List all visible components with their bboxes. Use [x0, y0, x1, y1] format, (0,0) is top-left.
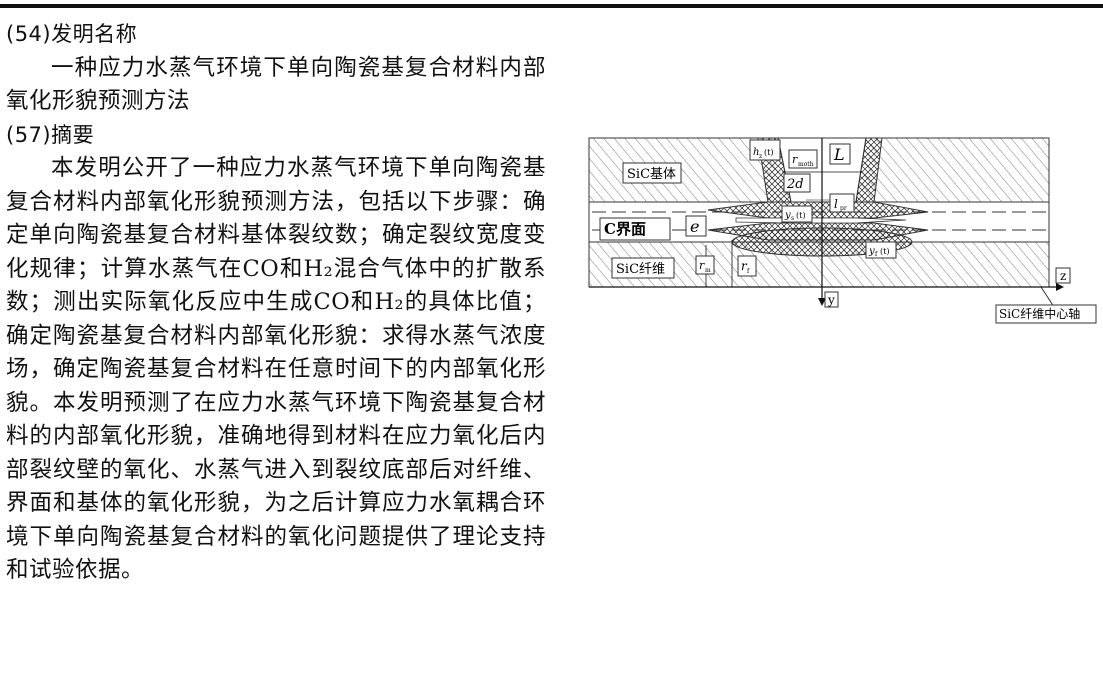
label-2d: 2d: [783, 173, 811, 193]
svg-text:r: r: [699, 259, 705, 272]
label-fiber-axis: SiC纤维中心轴: [995, 304, 1097, 324]
svg-text:r: r: [792, 153, 798, 166]
svg-text:2d: 2d: [786, 177, 804, 192]
abstract-text: 本发明公开了一种应力水蒸气环境下单向陶瓷基复合材料内部氧化形貌预测方法，包括以下…: [6, 155, 546, 583]
svg-text:y: y: [868, 246, 875, 257]
svg-text:z: z: [1060, 269, 1066, 283]
figure-svg: SiC基体 C界面 SiC纤维 e L 2d r moth h: [588, 137, 1097, 324]
abstract-heading: (57)摘要: [6, 122, 95, 147]
label-fiber: SiC纤维: [611, 257, 675, 279]
svg-text:L: L: [833, 145, 845, 164]
svg-text:z: z: [759, 153, 762, 160]
svg-text:(t): (t): [796, 211, 805, 220]
svg-text:(t): (t): [764, 148, 773, 157]
svg-text:s: s: [791, 215, 794, 222]
label-interface: C界面: [599, 217, 671, 241]
label-hz: h z (t): [749, 139, 781, 161]
label-z-axis: z: [1055, 267, 1071, 284]
svg-text:SiC纤维: SiC纤维: [616, 262, 665, 277]
label-L: L: [829, 143, 851, 165]
svg-text:l: l: [834, 197, 838, 211]
svg-text:SiC基体: SiC基体: [627, 167, 676, 182]
label-ys: y s (t): [781, 205, 813, 223]
svg-text:(t): (t): [880, 247, 889, 256]
y-axis-arrow: [818, 298, 826, 306]
top-rule: [0, 4, 1103, 8]
svg-text:y: y: [784, 210, 791, 221]
label-rmoth: r moth: [788, 149, 818, 169]
svg-text:C界面: C界面: [604, 220, 646, 238]
svg-text:moth: moth: [798, 161, 814, 168]
svg-text:y: y: [827, 293, 835, 307]
oxidation-morphology-figure: SiC基体 C界面 SiC纤维 e L 2d r moth h: [586, 130, 1098, 330]
label-e: e: [685, 215, 707, 237]
svg-text:r: r: [741, 259, 748, 273]
label-yf: y f (t): [865, 241, 897, 259]
svg-text:h: h: [753, 147, 759, 158]
label-matrix: SiC基体: [622, 162, 682, 184]
svg-text:f: f: [875, 251, 878, 258]
label-rf: r f: [737, 255, 757, 277]
text-column: (54)发明名称 一种应力水蒸气环境下单向陶瓷基复合材料内部氧化形貌预测方法 (…: [6, 18, 546, 588]
label-rm: r m: [695, 255, 715, 275]
svg-text:SiC纤维中心轴: SiC纤维中心轴: [999, 306, 1080, 321]
svg-text:e: e: [690, 217, 699, 236]
z-axis-arrow: [1056, 283, 1064, 291]
label-lpr: l pr: [829, 193, 855, 213]
invention-title-text: 一种应力水蒸气环境下单向陶瓷基复合材料内部氧化形貌预测方法: [6, 54, 546, 115]
label-y-axis: y: [824, 291, 839, 308]
svg-text:f: f: [747, 268, 750, 275]
invention-title-heading: (54)发明名称: [6, 22, 138, 46]
svg-text:m: m: [705, 267, 711, 274]
svg-text:pr: pr: [840, 205, 847, 212]
